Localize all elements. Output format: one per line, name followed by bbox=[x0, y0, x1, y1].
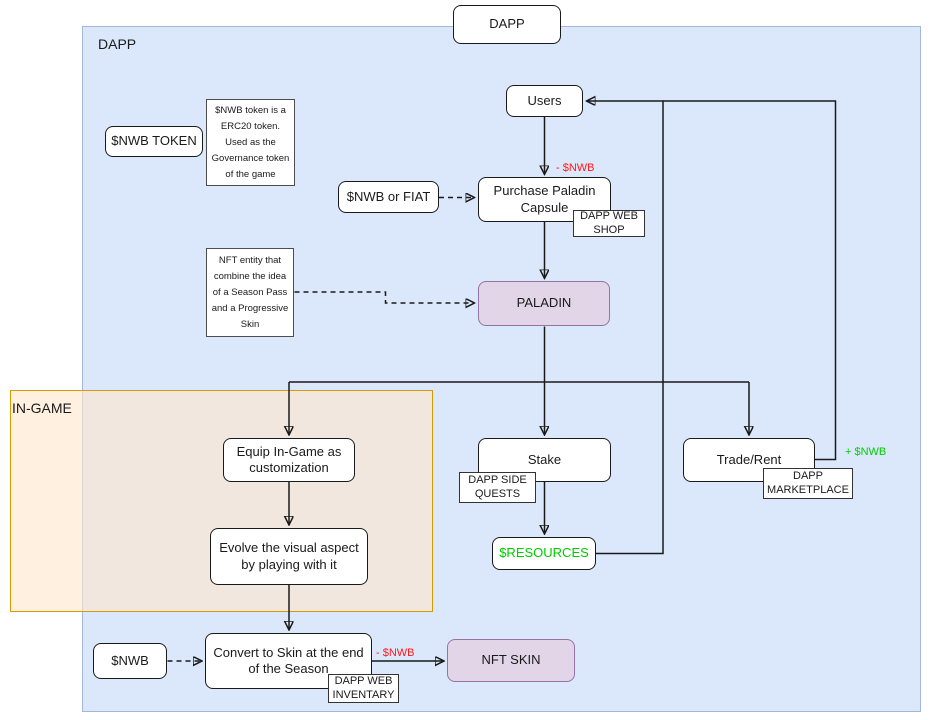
users-label: Users bbox=[527, 92, 562, 108]
tag-dapp-web-inventary: DAPP WEB INVENTARY bbox=[328, 674, 399, 703]
trade-rent-label: Trade/Rent bbox=[716, 451, 782, 467]
nft-note-text: NFT entity that combine the idea of a Se… bbox=[211, 254, 289, 330]
node-paladin: PALADIN bbox=[478, 281, 610, 326]
dapp-container-label: DAPP bbox=[98, 36, 137, 52]
nwb-or-fiat-label: $NWB or FIAT bbox=[346, 188, 431, 204]
note-nft-entity: NFT entity that combine the idea of a Se… bbox=[206, 248, 294, 337]
nwb-label: $NWB bbox=[111, 652, 149, 668]
edge-traderent-users bbox=[663, 100, 837, 461]
nwb-note-text: $NWB token is a ERC20 token. Used as the… bbox=[211, 104, 290, 180]
resources-label: $RESOURCES bbox=[499, 545, 589, 561]
equip-ingame-label: Equip In-Game as customization bbox=[236, 443, 342, 475]
tag-dapp-side-quests: DAPP SIDE QUESTS bbox=[459, 472, 536, 503]
node-nwb-token: $NWB TOKEN bbox=[105, 126, 203, 157]
edge-paladin-branch bbox=[289, 326, 749, 383]
paladin-label: PALADIN bbox=[516, 295, 572, 311]
ingame-container-label: IN-GAME bbox=[12, 400, 72, 416]
tag-dapp-web-shop: DAPP WEB SHOP bbox=[573, 210, 645, 237]
edge-label-trade-earn: + $NWB bbox=[845, 446, 887, 458]
tag-dapp-marketplace: DAPP MARKETPLACE bbox=[763, 468, 853, 499]
note-nwb-token: $NWB token is a ERC20 token. Used as the… bbox=[206, 99, 295, 186]
nft-skin-label: NFT SKIN bbox=[481, 652, 541, 668]
edge-label-convert-cost: - $NWB bbox=[376, 647, 415, 659]
node-nwb-or-fiat: $NWB or FIAT bbox=[338, 181, 439, 213]
edge-resources-users bbox=[588, 101, 664, 555]
dapp-marketplace-label: DAPP MARKETPLACE bbox=[767, 470, 849, 496]
nwb-token-label: $NWB TOKEN bbox=[111, 133, 197, 149]
dapp-web-shop-label: DAPP WEB SHOP bbox=[580, 210, 638, 236]
node-equip-ingame: Equip In-Game as customization bbox=[223, 438, 355, 482]
node-evolve-visual: Evolve the visual aspect by playing with… bbox=[210, 528, 368, 585]
node-nwb: $NWB bbox=[93, 643, 167, 679]
edge-label-purchase-cost: - $NWB bbox=[556, 162, 595, 174]
edge-nftnote-paladin bbox=[294, 291, 474, 303]
node-purchase-capsule: Purchase Paladin Capsule bbox=[478, 177, 611, 222]
stake-label: Stake bbox=[527, 451, 562, 467]
dapp-side-quests-label: DAPP SIDE QUESTS bbox=[468, 474, 527, 500]
node-users: Users bbox=[506, 85, 583, 117]
purchase-capsule-label: Purchase Paladin Capsule bbox=[493, 183, 596, 215]
dapp-web-inventary-label: DAPP WEB INVENTARY bbox=[332, 675, 395, 701]
evolve-visual-label: Evolve the visual aspect by playing with… bbox=[219, 540, 359, 572]
node-nft-skin: NFT SKIN bbox=[447, 639, 575, 682]
node-resources: $RESOURCES bbox=[492, 537, 596, 570]
dapp-title-label: DAPP bbox=[489, 16, 525, 32]
node-dapp-title: DAPP bbox=[453, 5, 561, 44]
convert-skin-label: Convert to Skin at the end of the Season bbox=[213, 644, 364, 676]
